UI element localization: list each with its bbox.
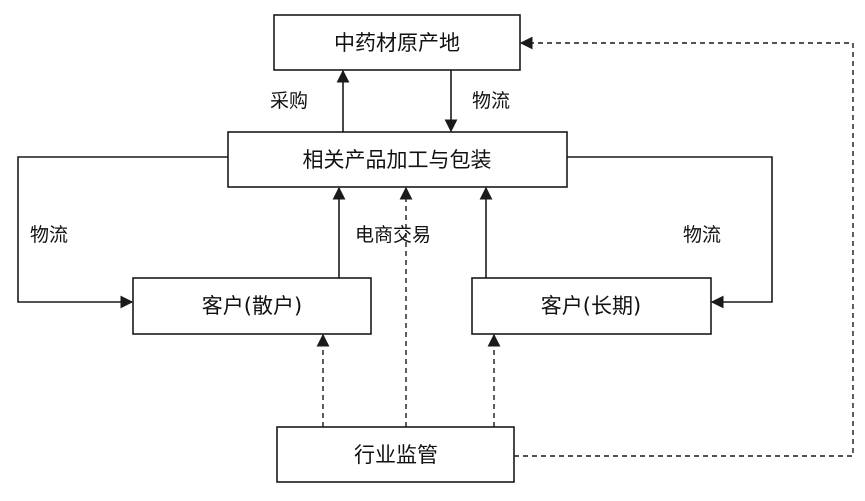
node-processing-label: 相关产品加工与包装 — [303, 148, 492, 172]
node-retail-customer-label: 客户(散户) — [202, 294, 302, 318]
node-processing: 相关产品加工与包装 — [227, 131, 568, 188]
node-origin-label: 中药材原产地 — [334, 31, 460, 55]
node-regulation: 行业监管 — [276, 426, 515, 483]
edge-regulation-to-origin — [514, 36, 854, 457]
node-origin: 中药材原产地 — [273, 14, 521, 71]
node-regulation-label: 行业监管 — [354, 443, 438, 467]
edge-ecommerce-label: 电商交易 — [355, 224, 431, 246]
node-longterm-customer-label: 客户(长期) — [541, 294, 641, 318]
edge-logistics-left — [17, 156, 228, 309]
edge-purchase-label: 采购 — [270, 90, 308, 112]
edge-logistics-right — [567, 156, 773, 309]
node-longterm-customer: 客户(长期) — [471, 277, 712, 335]
node-retail-customer: 客户(散户) — [132, 277, 372, 335]
edge-logistics-center-label: 物流 — [472, 90, 510, 112]
edge-logistics-right-label: 物流 — [683, 224, 721, 246]
edge-logistics-left-label: 物流 — [30, 224, 68, 246]
